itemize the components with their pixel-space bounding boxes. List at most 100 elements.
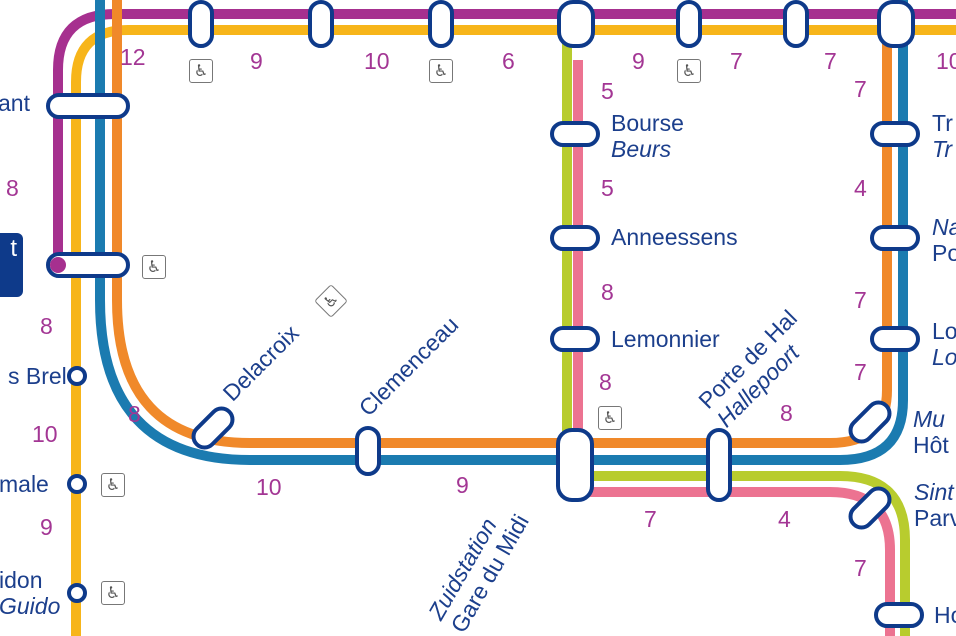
station-gare-du-midi <box>556 428 594 502</box>
time-label: 8 <box>40 313 53 339</box>
label-nl: Beurs <box>611 136 672 162</box>
time-label: 9 <box>250 48 263 74</box>
wheelchair-icon: ♿ <box>142 255 166 279</box>
label-text: Lemonnier <box>611 326 720 352</box>
label-fr: idon <box>0 567 43 593</box>
label-top-left[interactable]: ant <box>0 90 30 116</box>
label-bourse[interactable]: Bourse Beurs <box>611 110 684 162</box>
station-top-left <box>46 93 130 119</box>
time-label: 7 <box>730 48 743 74</box>
wheelchair-icon: ♿ <box>101 581 125 605</box>
wheelchair-icon: ♿ <box>677 59 701 83</box>
station-top-5 <box>676 0 702 48</box>
time-label: 7 <box>824 48 837 74</box>
blue-line <box>95 0 908 465</box>
label-fr: Parv <box>914 505 956 531</box>
yellow-line <box>71 25 956 636</box>
station-anneessens <box>550 225 600 251</box>
label-nl: Na <box>932 214 956 240</box>
label-guidon[interactable]: idon Guido <box>0 567 60 619</box>
label-right-2[interactable]: Na Po <box>932 214 956 266</box>
station-bottom-right <box>874 602 924 628</box>
label-nl: Mu <box>913 406 945 432</box>
station-porte-de-hal <box>706 428 732 502</box>
time-label: 7 <box>854 359 867 385</box>
label-text: Ho <box>934 602 956 628</box>
station-top-3 <box>428 0 454 48</box>
time-label: 9 <box>456 472 469 498</box>
purple-line <box>53 9 956 263</box>
time-label: 8 <box>601 279 614 305</box>
station-guidon <box>67 583 87 603</box>
label-lemonnier[interactable]: Lemonnier <box>611 326 720 352</box>
time-label: 5 <box>601 78 614 104</box>
purple-line-terminus <box>50 257 66 273</box>
station-left-block <box>46 252 130 278</box>
left-block-label: t <box>10 235 17 262</box>
time-label: 8 <box>128 401 141 427</box>
pink-line-south <box>580 487 895 636</box>
station-munt <box>848 400 892 444</box>
time-label: 8 <box>599 369 612 395</box>
label-munt[interactable]: Mu Hôt <box>913 406 949 458</box>
time-label: 10 <box>256 474 282 500</box>
station-delacroix <box>191 406 235 450</box>
label-nl: Guido <box>0 593 61 619</box>
label-sint[interactable]: Sint Parv <box>914 479 956 531</box>
station-sint <box>848 486 892 530</box>
time-label: 7 <box>854 76 867 102</box>
label-nl: Tr <box>932 136 953 162</box>
label-text: ant <box>0 90 30 116</box>
time-label: 7 <box>854 287 867 313</box>
station-right-1 <box>870 121 920 147</box>
station-right-3 <box>870 326 920 352</box>
station-de-brouckere <box>557 0 595 48</box>
time-label: 4 <box>778 506 791 532</box>
time-label: 7 <box>644 506 657 532</box>
time-label: 6 <box>502 48 515 74</box>
station-top-6 <box>783 0 809 48</box>
label-nl: Lo <box>932 344 956 370</box>
label-nl: Sint <box>914 479 954 505</box>
station-brel <box>67 366 87 386</box>
time-label: 12 <box>120 44 146 70</box>
wheelchair-icon: ♿ <box>429 59 453 83</box>
label-text: male <box>0 471 49 497</box>
wheelchair-icon: ♿ <box>598 406 622 430</box>
time-label: 4 <box>854 175 867 201</box>
label-bottom-right[interactable]: Ho <box>934 602 956 628</box>
time-label: 5 <box>601 175 614 201</box>
time-label: 10 <box>936 48 956 74</box>
station-bourse <box>550 121 600 147</box>
label-right-3[interactable]: Lo Lo <box>932 318 956 370</box>
wheelchair-icon: ♿ <box>101 473 125 497</box>
label-brel[interactable]: s Brel <box>8 363 67 389</box>
station-block-left[interactable]: t <box>0 233 23 297</box>
label-fr: Tr <box>932 110 953 136</box>
time-label: 8 <box>780 400 793 426</box>
time-label: 8 <box>6 175 19 201</box>
station-right-2 <box>870 225 920 251</box>
label-fr: Po <box>932 240 956 266</box>
label-fr: Lo <box>932 318 956 344</box>
station-clemenceau <box>355 426 381 476</box>
time-label: 7 <box>854 555 867 581</box>
time-label: 9 <box>40 514 53 540</box>
wheelchair-icon: ♿ <box>189 59 213 83</box>
label-fr: Hôt <box>913 432 949 458</box>
station-top-7 <box>877 0 915 48</box>
label-fr: Bourse <box>611 110 684 136</box>
time-label: 9 <box>632 48 645 74</box>
station-top-1 <box>188 0 214 48</box>
label-anneessens[interactable]: Anneessens <box>611 224 738 250</box>
time-label: 10 <box>364 48 390 74</box>
station-aumale <box>67 474 87 494</box>
label-aumale[interactable]: male <box>0 471 49 497</box>
station-top-2 <box>308 0 334 48</box>
station-lemonnier <box>550 326 600 352</box>
label-right-1[interactable]: Tr Tr <box>932 110 953 162</box>
label-text: s Brel <box>8 363 67 389</box>
time-label: 10 <box>32 421 58 447</box>
